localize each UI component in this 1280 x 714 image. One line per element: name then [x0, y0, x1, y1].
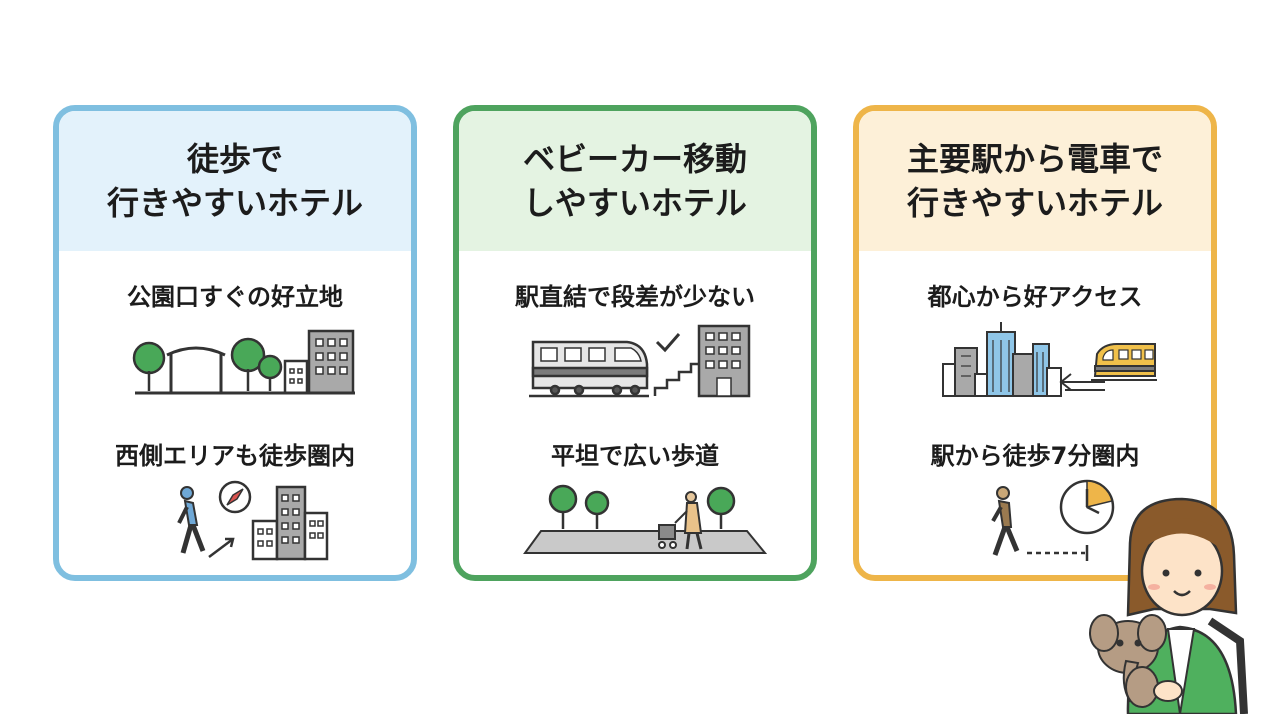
- stairs-icon: [653, 362, 699, 396]
- feature-label: 駅から徒歩7分圏内: [930, 442, 1140, 470]
- arrow-icon: [1059, 373, 1105, 391]
- feature-label: 公園口すぐの好立地: [127, 283, 343, 311]
- building-icon: [697, 324, 751, 398]
- card-title-line1: 徒歩で: [186, 140, 283, 178]
- stroller-parent-icon: [658, 491, 703, 550]
- card-header: 主要駅から電車で 行きやすいホテル: [859, 111, 1211, 251]
- tree-icon: [548, 484, 736, 529]
- walk-time-illustration: [991, 479, 1115, 561]
- train-icon: [529, 340, 649, 398]
- card-title-line2: 行きやすいホテル: [106, 184, 363, 222]
- feature-label: 駅直結で段差が少ない: [515, 283, 755, 311]
- card-header: ベビーカー移動 しやすいホテル: [459, 111, 811, 251]
- tree-icon: [132, 341, 166, 391]
- card-title-line1: ベビーカー移動: [522, 140, 747, 178]
- sidewalk-icon: [523, 530, 768, 554]
- city-access-illustration: [942, 322, 1157, 397]
- check-icon: [655, 333, 681, 353]
- card-title-line1: 主要駅から電車で: [906, 140, 1163, 178]
- girl-with-elephant-plush-icon: [1089, 497, 1248, 714]
- walking-person-icon: [177, 486, 206, 554]
- sidewalk-illustration: [523, 484, 768, 554]
- walking-person-icon: [991, 486, 1020, 556]
- card-title-line2: しやすいホテル: [523, 184, 747, 222]
- park-gate-icon: [166, 346, 226, 393]
- compass-icon: [218, 480, 252, 514]
- park-illustration: [132, 329, 355, 395]
- card-stroller-hotels[interactable]: ベビーカー移動 しやすいホテル 駅直結で段差が少ない 平坦で広い歩道: [453, 105, 817, 581]
- train-icon: [1091, 343, 1157, 381]
- building-icon: [251, 485, 329, 561]
- building-icon: [283, 329, 355, 395]
- feature-label: 西側エリアも徒歩圏内: [115, 442, 355, 470]
- card-walking-hotels[interactable]: 徒歩で 行きやすいホテル 公園口すぐの好立地: [53, 105, 417, 581]
- tree-icon: [230, 337, 283, 391]
- station-illustration: [529, 324, 751, 398]
- arrow-icon: [208, 537, 235, 558]
- city-skyline-icon: [942, 322, 1062, 397]
- walk-illustration: [177, 480, 329, 561]
- feature-label: 平坦で広い歩道: [551, 442, 719, 470]
- card-header: 徒歩で 行きやすいホテル: [59, 111, 411, 251]
- clock-icon: [1059, 479, 1115, 535]
- elephant-plush-icon: [1089, 614, 1167, 708]
- feature-label: 都心から好アクセス: [927, 283, 1143, 311]
- card-title-line2: 行きやすいホテル: [906, 184, 1163, 222]
